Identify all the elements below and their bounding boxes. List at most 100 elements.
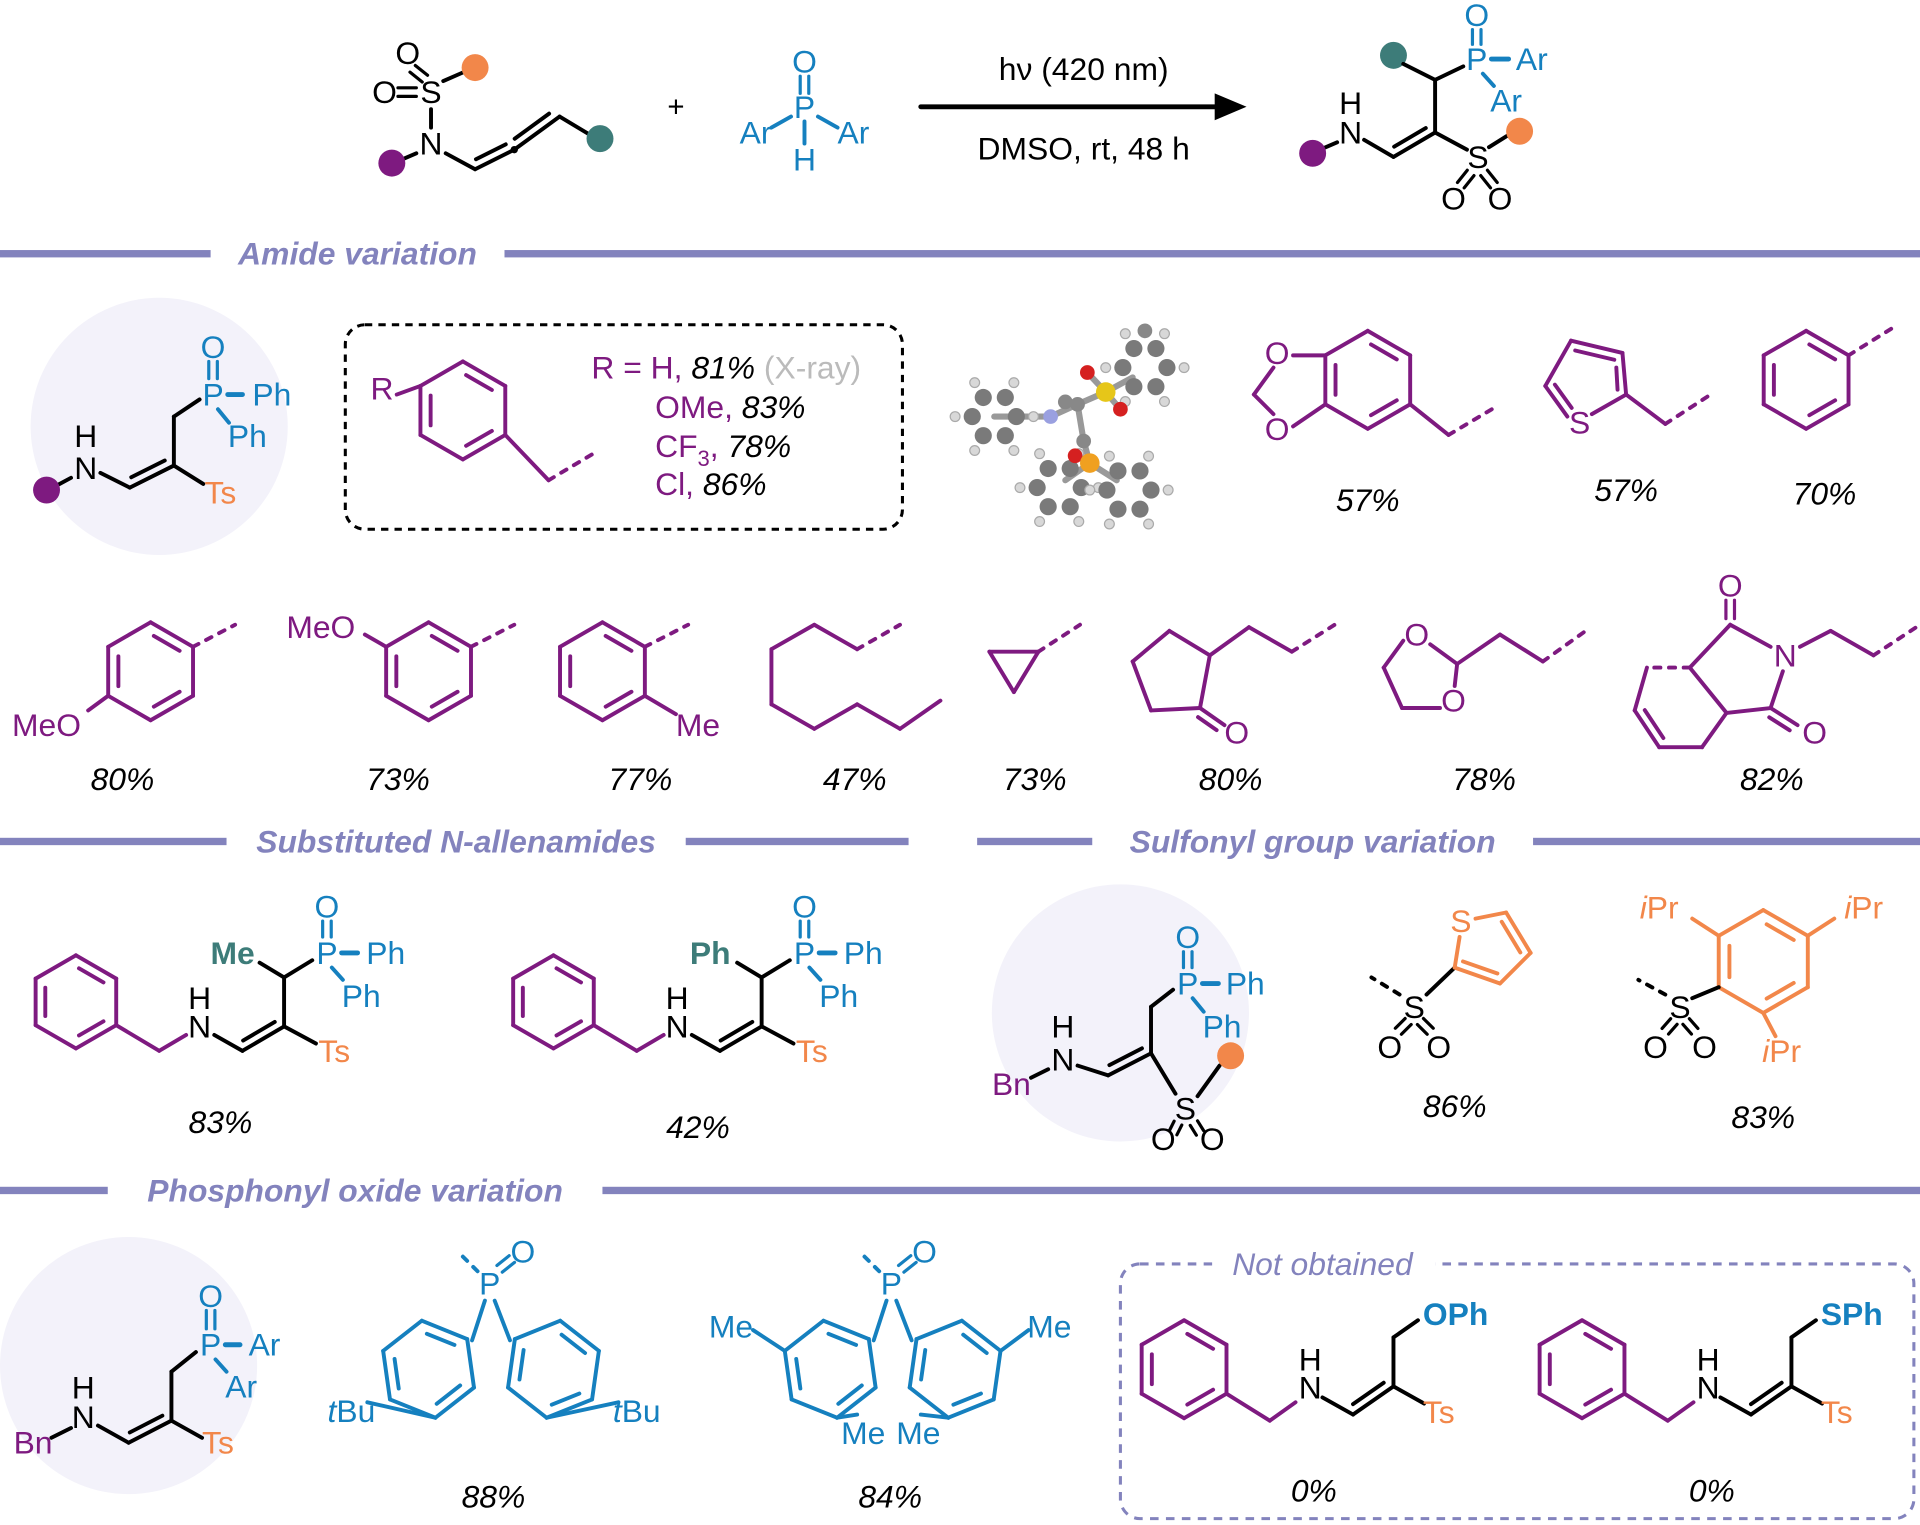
atom-label: H [666,980,689,1016]
section-rule [1533,837,1920,846]
bond [1485,168,1499,185]
carbon-atom [1098,481,1116,499]
section-rule [685,837,909,846]
dashed-bond [460,1254,480,1274]
atom-label: O [1175,919,1200,955]
bond [1251,392,1276,417]
bond [1421,1016,1435,1030]
atom-label: O [1377,1029,1402,1065]
bond [1716,908,1766,938]
bond [559,1332,588,1355]
bond [1537,1318,1584,1347]
label-part: Pr [1647,890,1679,926]
bond [1632,708,1662,750]
bond [429,633,460,653]
bond [1393,1016,1407,1030]
bond [511,1023,556,1051]
atom-label: P [794,935,815,971]
label-part: 83% [742,389,806,425]
bond [1139,1391,1187,1421]
bond [1167,1119,1176,1133]
label-part: Pr [1851,890,1883,926]
bond [1011,649,1041,695]
bond [1690,916,1721,938]
bond [1433,64,1466,82]
bond [549,1391,582,1407]
bond [148,693,195,723]
hydrogen-atom [949,411,961,423]
bond [512,1318,563,1342]
bond [441,70,465,84]
bond [419,1318,470,1342]
bond [600,693,647,723]
yield-label: 82% [1740,761,1804,797]
bond [384,693,431,723]
atom-label: O [1224,715,1249,751]
variant-line: CF3, 78% [655,428,791,471]
atom-label: O [1151,1121,1176,1157]
carbon-atom [1039,498,1057,516]
atom-label: O [1488,181,1513,217]
atom-label: Ar [1516,41,1548,77]
section-title: Amide variation [237,236,477,272]
bond [1185,1331,1216,1351]
bond [384,620,431,649]
hydrogen-atom [1162,484,1174,496]
bond [1789,1384,1824,1406]
hydrogen-atom [969,445,981,457]
bond [1724,706,1773,715]
bond [821,1318,871,1342]
hydrogen-atom [1119,328,1131,340]
yield-label: 57% [1594,472,1658,508]
bond [1687,622,1733,670]
label-part: , [710,428,728,464]
bond [1537,1391,1584,1421]
bond [73,1023,119,1051]
bond [1499,919,1523,955]
bond [1761,328,1809,358]
plus-sign: + [667,90,684,123]
bond [1614,365,1620,392]
bond [1185,1387,1216,1407]
bond [126,1418,174,1445]
hydrogen-atom [1014,482,1026,494]
carbon-atom [1158,359,1176,377]
atom-label: Ph [366,935,405,971]
label-part: Bu [622,1393,661,1429]
label-part: Bu [336,1393,375,1429]
bond [1573,348,1617,362]
atom-label: P [479,1266,500,1302]
bond [1583,1387,1614,1407]
bond [1580,1318,1627,1347]
bond [1320,1395,1356,1417]
atom-label: S [1175,1090,1196,1126]
atom-label: H [1339,85,1362,121]
bond [1473,910,1509,921]
bond [871,1298,889,1343]
bond [1455,632,1502,666]
bond [73,953,119,981]
highlight-circle [991,884,1249,1142]
carbon-atom [1061,498,1079,516]
bond [789,1397,839,1420]
hydrogen-atom [1008,377,1020,389]
bond [1552,382,1574,410]
bond [392,1357,401,1391]
bond [77,1019,106,1038]
section-header-allenamides: Substituted N-allenamides [0,823,909,859]
bond [434,1383,463,1406]
atom-label: S [1467,139,1488,175]
variant-line: R = H, 81% (X-ray) [591,350,861,386]
bond [381,1348,392,1402]
atom-label: P [1466,41,1487,77]
bond [769,702,817,731]
bond [151,689,182,709]
bond [1764,922,1796,942]
bond [816,114,840,130]
atom-label: N [1697,1370,1720,1406]
hydrogen-atom [1103,450,1115,462]
